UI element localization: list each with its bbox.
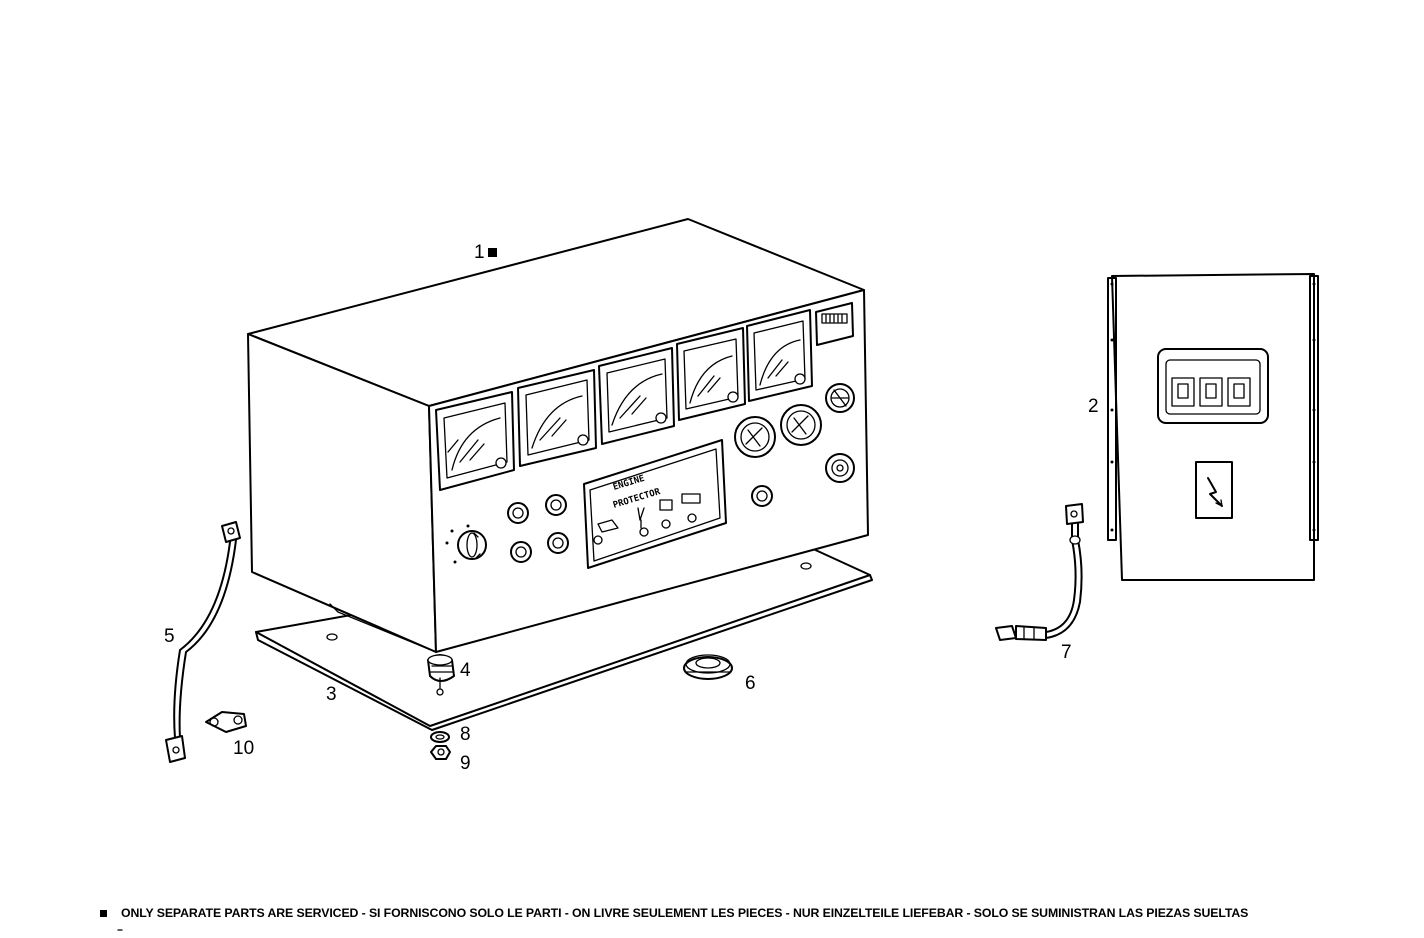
round-gauges — [734, 383, 855, 507]
engine-protector-panel: ENGINE PROTECTOR — [583, 439, 727, 569]
meter-4 — [676, 327, 746, 421]
callout-3: 3 — [326, 684, 337, 705]
cable-clamp — [205, 711, 247, 733]
meter-1 — [435, 391, 515, 491]
callout-5: 5 — [164, 626, 175, 647]
meter-5 — [746, 309, 813, 402]
wiring-cable — [995, 503, 1084, 641]
hour-counter — [815, 302, 854, 346]
distribution-panel — [1107, 273, 1319, 581]
callout-9: 9 — [460, 753, 471, 774]
callout-10: 10 — [233, 738, 255, 759]
washer — [430, 731, 450, 743]
footer-note: ONLY SEPARATE PARTS ARE SERVICED - SI FO… — [100, 906, 1248, 920]
callout-2: 2 — [1088, 396, 1099, 417]
callout-1: 1 — [474, 243, 497, 262]
meter-3 — [598, 347, 675, 445]
push-buttons — [507, 494, 569, 563]
callout-7: 7 — [1061, 642, 1072, 663]
key-switch — [445, 524, 487, 564]
earth-cable — [165, 521, 241, 763]
only-separate-parts-square-icon — [100, 910, 107, 917]
meter-2 — [517, 369, 597, 467]
high-voltage-sign — [1195, 461, 1233, 519]
nut — [430, 745, 451, 760]
circuit-breaker — [1157, 348, 1269, 424]
callout-8: 8 — [460, 724, 471, 745]
callout-6: 6 — [745, 673, 756, 694]
rubber-mount — [427, 654, 455, 696]
footer-note-text: ONLY SEPARATE PARTS ARE SERVICED - SI FO… — [121, 906, 1249, 920]
grommet — [683, 654, 733, 680]
callout-4: 4 — [460, 660, 471, 681]
only-separate-parts-square-icon — [487, 248, 497, 257]
panel-meters — [435, 302, 854, 491]
